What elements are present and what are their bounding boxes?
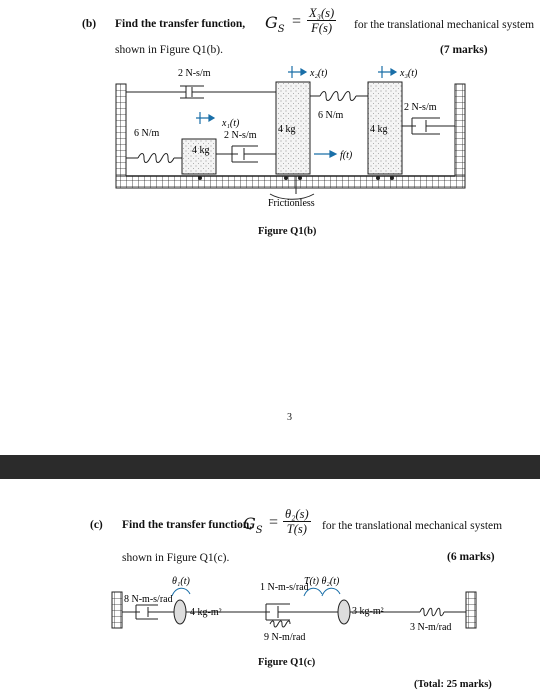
part-c-lhs: GS: [243, 514, 263, 537]
x3-arrow: [378, 66, 398, 78]
part-c-denominator: T(s): [286, 522, 307, 536]
label-k2: 3 N-m/rad: [410, 622, 451, 633]
part-b-fraction: X₃(s) F(s): [307, 6, 337, 35]
label-f-right: 2 N-s/m: [404, 102, 437, 113]
spring-left: [126, 153, 182, 163]
label-k-mid: 6 N/m: [318, 110, 344, 121]
part-c-numerator: θ₂(s): [283, 507, 311, 522]
spring-k1: [269, 620, 291, 628]
label-f-mid: 2 N-s/m: [224, 130, 257, 141]
inertia-j1: [173, 599, 187, 625]
label-k-left: 6 N/m: [134, 128, 160, 139]
part-c-fraction: θ₂(s) T(s): [283, 507, 311, 536]
part-b-label: (b): [82, 18, 97, 30]
page-separator: [0, 455, 540, 479]
label-d2: 1 N-m-s/rad: [260, 582, 309, 593]
label-x2: x₂(t): [309, 68, 328, 79]
label-f-top: 2 N-s/m: [178, 68, 211, 79]
part-c-line2: shown in Figure Q1(c).: [122, 552, 230, 564]
part-b-marks: (7 marks): [440, 44, 488, 56]
part-b-denominator: F(s): [311, 21, 332, 35]
damper-mid: [216, 145, 276, 163]
figure-q1b-caption: Figure Q1(b): [258, 226, 317, 237]
spring-k2: [350, 607, 466, 617]
label-force: f(t): [340, 150, 353, 161]
label-torque: T(t) θ₂(t): [304, 576, 340, 587]
part-b-numerator: X₃(s): [307, 6, 337, 21]
theta1-arrow: [171, 587, 191, 597]
part-b-prefix: Find the transfer function,: [115, 18, 246, 30]
page-part-c: (c) Find the transfer function, GS = θ₂(…: [0, 479, 540, 700]
inertia-j2: [337, 599, 351, 625]
damper-top: [126, 85, 276, 99]
figure-q1c-caption: Figure Q1(c): [258, 657, 316, 668]
page-part-b: (b) Find the transfer function, GS = X₃(…: [82, 6, 535, 423]
part-b-equals: =: [292, 13, 302, 30]
part-c-label: (c): [90, 519, 103, 531]
part-b-suffix: for the translational mechanical system: [354, 19, 535, 31]
label-j1: 4 kg-m²: [190, 607, 222, 618]
force-arrow: [314, 150, 338, 158]
part-c-suffix: for the translational mechanical system: [322, 520, 503, 532]
label-x1: x₁(t): [221, 118, 240, 129]
label-x3: x₃(t): [399, 68, 418, 79]
theta2-arrow: [321, 587, 341, 597]
torque-arrow: [303, 587, 323, 597]
part-b-lhs: GS: [265, 13, 285, 36]
label-j2: 3 kg-m²: [352, 606, 384, 617]
page-number: 3: [287, 412, 292, 423]
part-c-prefix: Find the transfer function,: [122, 519, 253, 531]
label-k1: 9 N-m/rad: [264, 632, 305, 643]
x1-arrow: [196, 112, 216, 124]
spring-mid: [310, 91, 368, 101]
mass-1: [181, 138, 217, 175]
label-mass2: 4 kg: [278, 124, 296, 135]
part-c-equals: =: [269, 514, 279, 531]
ground: [115, 175, 466, 189]
mass-2: [275, 81, 311, 175]
right-wall: [454, 83, 466, 183]
label-frictionless: Frictionless: [268, 198, 315, 209]
right-wall-c: [465, 591, 477, 629]
label-mass1: 4 kg: [192, 145, 210, 156]
damper-d1: [122, 604, 176, 620]
part-c-marks: (6 marks): [447, 551, 495, 563]
figure-q1c: 8 N-m-s/rad θ₁(t) 4 kg-m² 1 N-m-s/rad T(…: [111, 576, 477, 643]
left-wall: [115, 83, 127, 183]
label-mass3: 4 kg: [370, 124, 388, 135]
left-wall-c: [111, 591, 123, 629]
total-marks: (Total: 25 marks): [414, 679, 492, 690]
mass-3: [367, 81, 403, 175]
label-d1: 8 N-m-s/rad: [124, 594, 173, 605]
damper-right: [402, 117, 455, 135]
label-theta1: θ₁(t): [172, 576, 190, 587]
x2-arrow: [288, 66, 308, 78]
damper-d2: [186, 603, 340, 621]
part-b-line2: shown in Figure Q1(b).: [115, 44, 223, 56]
figure-q1b: 2 N-s/m 6 N/m x₁(t) 2 N-s/m 4 kg 4 kg x₂…: [115, 66, 466, 209]
